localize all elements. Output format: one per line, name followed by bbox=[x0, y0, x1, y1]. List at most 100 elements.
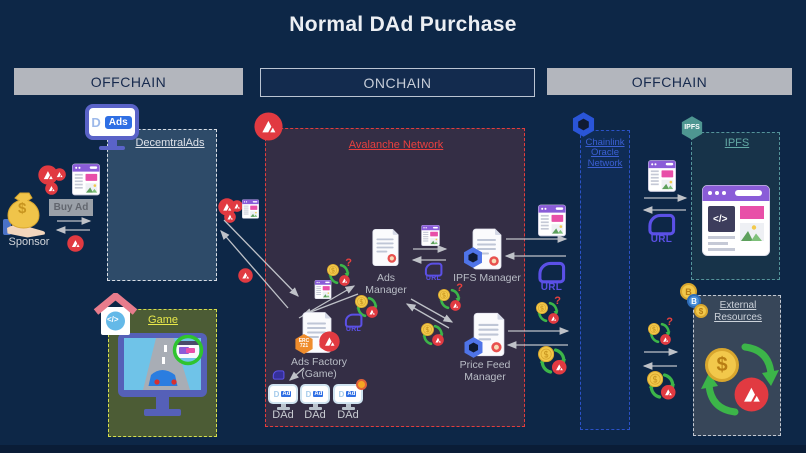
dad-label-1: DAd bbox=[272, 409, 294, 421]
game-title: Game bbox=[148, 314, 178, 326]
dad-logo-d: D bbox=[273, 389, 280, 399]
token-exchange-icon-2 bbox=[421, 323, 445, 347]
erc721-line2: 721 bbox=[299, 343, 309, 349]
url-label: URL bbox=[540, 282, 563, 294]
ipfs-webpage-icon: </> bbox=[702, 185, 770, 256]
arrow-adsmanager-to-factory bbox=[301, 293, 359, 316]
sponsor-dollar-sign: $ bbox=[18, 200, 27, 217]
lane-offchain-right: OFFCHAIN bbox=[547, 68, 792, 95]
decentralads-title: DecemtralAds bbox=[135, 137, 205, 149]
arrow-pricefeed-to-adsmanager bbox=[405, 303, 450, 329]
price-feed-label-line1: Price Feed bbox=[459, 359, 511, 371]
avalanche-title: Avalanche Network bbox=[348, 139, 444, 151]
url-label: URL bbox=[650, 234, 673, 246]
decentralads-logo-d: D bbox=[91, 114, 101, 130]
avax-token-on-factory bbox=[319, 331, 340, 352]
decentralads-logo-ads: Ads bbox=[103, 114, 133, 130]
dad-sold-badge bbox=[356, 379, 367, 390]
avalanche-logo-icon bbox=[254, 112, 283, 141]
sponsor-label: Sponsor bbox=[8, 236, 50, 248]
price-feed-label-line2: Manager bbox=[464, 371, 506, 384]
dad-logo-ad: Ad bbox=[280, 390, 293, 398]
ipfs-manager-hexagon-icon bbox=[461, 246, 485, 269]
price-query-icon-2: ? bbox=[438, 282, 463, 311]
dad-logo-ad: Ad bbox=[312, 390, 325, 398]
exchange-arrows-green bbox=[701, 343, 779, 416]
diagram-title: Normal DAd Purchase bbox=[289, 13, 517, 36]
url-label: URL bbox=[425, 275, 442, 283]
price-query-icon-1: ? bbox=[327, 257, 352, 286]
decentralads-logo-screen: D Ads bbox=[85, 104, 139, 140]
ad-creative-icon-small bbox=[242, 199, 259, 219]
ad-creative-icon-managers bbox=[421, 225, 440, 246]
arrow-adsmanager-to-pricefeed bbox=[410, 298, 454, 323]
chainlink-title-line1: Chainlink bbox=[585, 137, 625, 148]
ad-creative-icon-factory bbox=[314, 280, 332, 299]
external-resources-title: External Resources bbox=[705, 300, 771, 323]
arrow-factory-to-decentralads bbox=[220, 230, 289, 309]
arrow-factory-to-dad bbox=[289, 367, 305, 381]
ads-manager-contract-icon bbox=[371, 228, 400, 267]
house-code-glyph: </> bbox=[107, 315, 119, 324]
url-icon-managers: URL bbox=[424, 262, 443, 282]
avax-token-icon bbox=[67, 235, 84, 252]
avalanche-network-box bbox=[265, 128, 525, 427]
ipfs-logo-icon: IPFS bbox=[679, 115, 705, 141]
chainlink-oracle-box bbox=[580, 130, 630, 430]
chainlink-title-line2: Oracle bbox=[591, 147, 619, 159]
game-house-icon: </> bbox=[93, 293, 138, 341]
buy-ad-button[interactable]: Buy Ad bbox=[49, 199, 93, 216]
decentralads-box bbox=[107, 129, 217, 281]
dad-logo-d: D bbox=[305, 389, 312, 399]
question-mark: ? bbox=[345, 257, 352, 269]
external-title-line2: Resources bbox=[714, 311, 762, 323]
lane-offchain-left: OFFCHAIN bbox=[14, 68, 243, 95]
price-query-icon-3: ? bbox=[536, 295, 561, 324]
lane-onchain: ONCHAIN bbox=[260, 68, 535, 97]
price-query-icon-4: ? bbox=[648, 316, 673, 345]
avax-token-cluster-avalanche bbox=[218, 197, 245, 224]
sponsor-moneybag-icon: $ bbox=[3, 188, 47, 238]
monitor-base bbox=[99, 146, 125, 150]
ads-factory-label: Ads Factory (Game) bbox=[290, 356, 348, 381]
dad-label-2: DAd bbox=[304, 409, 326, 421]
token-exchange-icon-3 bbox=[538, 346, 568, 376]
dad-logo-d: D bbox=[338, 389, 345, 399]
url-icon-chainlink: URL bbox=[537, 261, 566, 293]
ad-creative-icon-chainlink bbox=[538, 204, 566, 237]
footer-strip bbox=[0, 445, 806, 453]
ad-creative-icon-ipfs bbox=[648, 160, 676, 192]
external-title-line1: External bbox=[719, 300, 757, 311]
decentralads-logo-monitor: D Ads bbox=[85, 104, 139, 150]
game-monitor-icon bbox=[118, 333, 207, 427]
url-label: URL bbox=[345, 326, 362, 334]
ipfs-code-glyph: </> bbox=[713, 214, 728, 225]
chainlink-logo-icon bbox=[570, 111, 597, 138]
price-feed-manager-label: Price Feed Manager bbox=[456, 359, 514, 383]
avax-token-icon-2 bbox=[238, 268, 253, 283]
chainlink-title-line3: Network bbox=[587, 157, 623, 169]
ads-manager-label: Ads Manager bbox=[365, 272, 407, 297]
avax-coin-big-icon bbox=[734, 377, 769, 412]
erc721-line1: ERC bbox=[298, 337, 310, 344]
token-exchange-icon-4 bbox=[647, 371, 677, 401]
dollar-coin-small-icon: $ bbox=[694, 304, 708, 318]
price-feed-hexagon-icon bbox=[461, 336, 486, 359]
ipfs-manager-label: IPFS Manager bbox=[453, 272, 521, 284]
dad-label-3: DAd bbox=[337, 409, 359, 421]
arrow-decentralads-to-factory bbox=[223, 219, 299, 297]
mini-url-file-icon bbox=[272, 369, 285, 381]
dollar-coin-big-icon: $ bbox=[705, 348, 739, 382]
url-icon-ipfs: URL bbox=[647, 213, 676, 245]
ipfs-title: IPFS bbox=[724, 137, 750, 149]
chainlink-title: Chainlink Oracle Network bbox=[579, 137, 631, 169]
dad-logo-ad: Ad bbox=[345, 390, 358, 398]
question-mark: ? bbox=[554, 295, 561, 307]
url-icon-factory: URL bbox=[344, 313, 363, 333]
ipfs-logo-text: IPFS bbox=[684, 124, 700, 132]
question-mark: ? bbox=[456, 282, 463, 294]
